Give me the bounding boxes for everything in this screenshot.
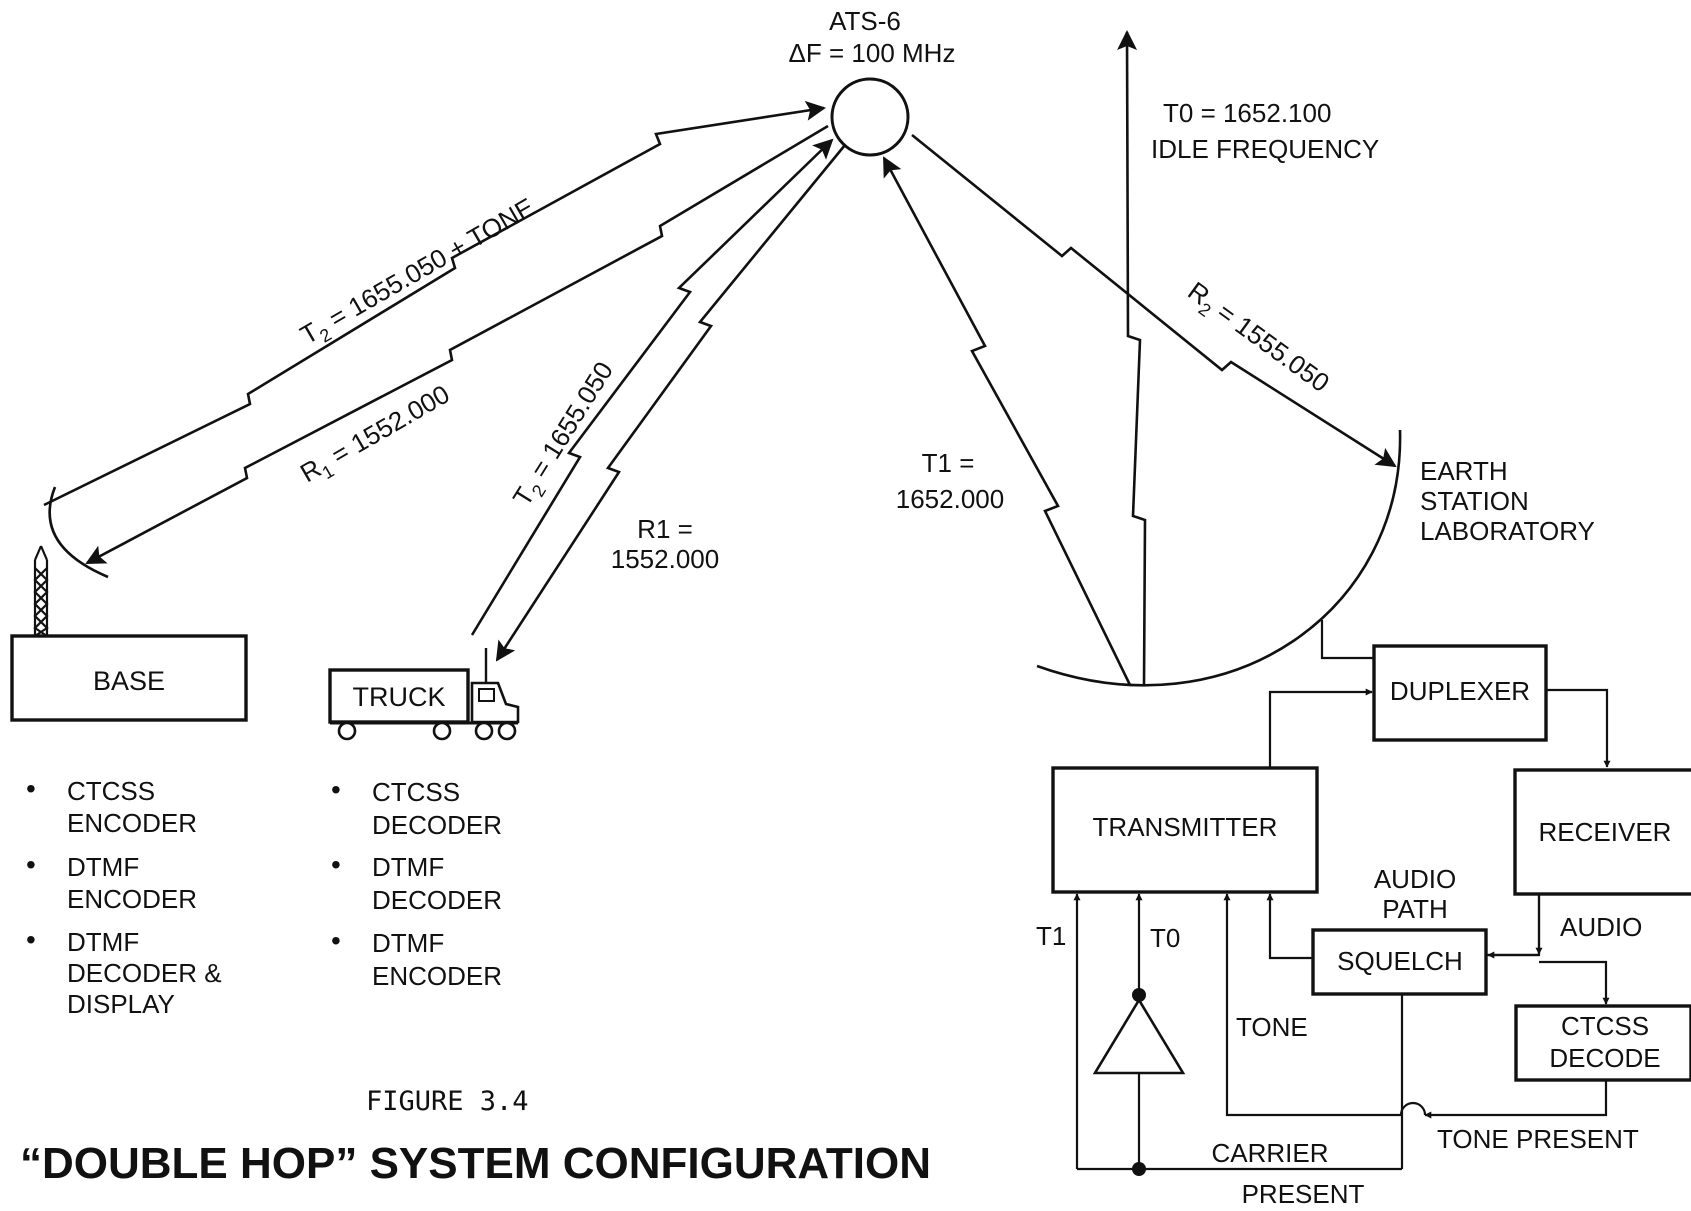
truck-wheel bbox=[474, 721, 494, 741]
truck-wheel bbox=[497, 721, 517, 741]
audio-path-label-line1: AUDIO bbox=[1374, 864, 1456, 894]
tx-to-duplexer-line bbox=[1268, 688, 1373, 768]
label-t0-line2: IDLE FREQUENCY bbox=[1151, 134, 1379, 164]
truck-wheel bbox=[337, 721, 357, 741]
truck-window bbox=[478, 688, 495, 702]
carrier-present-label-line1: CARRIER bbox=[1211, 1138, 1328, 1168]
duplexer-box bbox=[1372, 644, 1548, 742]
base-dish-icon bbox=[48, 486, 109, 579]
ctcss-decode-label-line1: CTCSS bbox=[1561, 1011, 1649, 1041]
downlink-r2 bbox=[911, 133, 1397, 468]
uplink-t2-truck bbox=[470, 138, 834, 636]
base-feature-1-line1: CTCSS bbox=[67, 776, 155, 806]
truck-bullet-2: • bbox=[331, 849, 341, 880]
audio-label: AUDIO bbox=[1560, 912, 1642, 942]
receiver-label: RECEIVER bbox=[1539, 817, 1672, 847]
label-r2: R2 = 1555.050 bbox=[1180, 276, 1336, 402]
truck-label: TRUCK bbox=[353, 682, 446, 712]
amp-node bbox=[1132, 988, 1146, 1002]
duplexer-label: DUPLEXER bbox=[1390, 676, 1530, 706]
idle-t0 bbox=[1117, 30, 1147, 686]
base-tower-icon bbox=[33, 545, 49, 637]
truck-bullet-1: • bbox=[331, 774, 341, 805]
duplexer-to-rx-line bbox=[1546, 688, 1611, 768]
figure-number: FIGURE 3.4 bbox=[366, 1086, 529, 1117]
base-bullet-3: • bbox=[26, 924, 36, 955]
label-r1-base: R1 = 1552.000 bbox=[295, 379, 457, 493]
truck-bullet-3: • bbox=[331, 925, 341, 956]
label-t0-line1: T0 = 1652.100 bbox=[1163, 98, 1331, 128]
audio-path-line bbox=[1266, 893, 1313, 960]
truck-feature-1-line2: DECODER bbox=[372, 810, 502, 840]
label-r1-truck-line1: R1 = bbox=[637, 514, 693, 544]
tone-present-label: TONE PRESENT bbox=[1437, 1124, 1639, 1154]
ctcss-decode-label-line2: DECODE bbox=[1549, 1043, 1660, 1073]
truck-feature-1-line1: CTCSS bbox=[372, 777, 460, 807]
earth-station-label-line1: EARTH bbox=[1420, 456, 1508, 486]
base-bullet-2: • bbox=[26, 849, 36, 880]
transmitter-label: TRANSMITTER bbox=[1093, 812, 1278, 842]
truck-feature-2-line2: DECODER bbox=[372, 885, 502, 915]
label-r1-truck-line2: 1552.000 bbox=[611, 544, 719, 574]
truck-feature-2-line1: DTMF bbox=[372, 852, 444, 882]
base-label: BASE bbox=[93, 666, 165, 696]
tone-input-line bbox=[1223, 893, 1401, 1117]
satellite-icon bbox=[830, 77, 910, 157]
label-t2-base: T2 = 1655.050 + TONE bbox=[295, 192, 542, 355]
downlink-r1-base bbox=[85, 124, 829, 565]
audio-path-label-line2: PATH bbox=[1382, 894, 1447, 924]
figure-title: “DOUBLE HOP” SYSTEM CONFIGURATION bbox=[20, 1139, 931, 1188]
t0-input-label: T0 bbox=[1150, 923, 1180, 953]
base-feature-2-line1: DTMF bbox=[67, 852, 139, 882]
transmitter-box bbox=[1051, 766, 1319, 894]
truck-trailer bbox=[328, 668, 470, 724]
feed-line bbox=[1320, 620, 1375, 660]
tone-label: TONE bbox=[1236, 1012, 1308, 1042]
squelch-box bbox=[1311, 928, 1488, 996]
squelch-label: SQUELCH bbox=[1337, 946, 1463, 976]
label-t1-line2: 1652.000 bbox=[896, 484, 1004, 514]
base-feature-3-line3: DISPLAY bbox=[67, 989, 175, 1019]
t1-input-label: T1 bbox=[1036, 921, 1066, 951]
downlink-r1-truck bbox=[495, 144, 847, 662]
uplink-t2-base bbox=[43, 100, 826, 507]
truck-feature-3-line2: ENCODER bbox=[372, 961, 502, 991]
truck-wheel bbox=[432, 721, 452, 741]
base-bullet-1: • bbox=[26, 773, 36, 804]
receiver-box bbox=[1513, 768, 1691, 896]
base-feature-1-line2: ENCODER bbox=[67, 808, 197, 838]
base-box bbox=[10, 634, 248, 722]
base-feature-3-line1: DTMF bbox=[67, 927, 139, 957]
base-feature-2-line2: ENCODER bbox=[67, 884, 197, 914]
satellite-bandwidth: ΔF = 100 MHz bbox=[789, 38, 956, 68]
label-t1-line1: T1 = bbox=[922, 448, 975, 478]
audio-line bbox=[1486, 894, 1541, 957]
earth-station-label-line2: STATION bbox=[1420, 486, 1529, 516]
truck-feature-3-line1: DTMF bbox=[372, 928, 444, 958]
base-feature-3-line2: DECODER & bbox=[67, 958, 222, 988]
tone-line-crossover bbox=[1399, 1101, 1427, 1116]
carrier-present-label-line2: PRESENT bbox=[1242, 1179, 1365, 1209]
ctcss-decode-box bbox=[1514, 1004, 1691, 1082]
truck-icon: TRUCK bbox=[328, 648, 520, 741]
earth-station-label-line3: LABORATORY bbox=[1420, 516, 1595, 546]
satellite-name: ATS-6 bbox=[829, 6, 901, 36]
tone-line bbox=[1424, 1080, 1608, 1119]
earth-station-dish-icon bbox=[1036, 429, 1402, 687]
audio-to-ctcss-line bbox=[1539, 960, 1610, 1005]
amplifier-icon bbox=[1092, 997, 1186, 1075]
uplink-t1 bbox=[882, 156, 1132, 686]
